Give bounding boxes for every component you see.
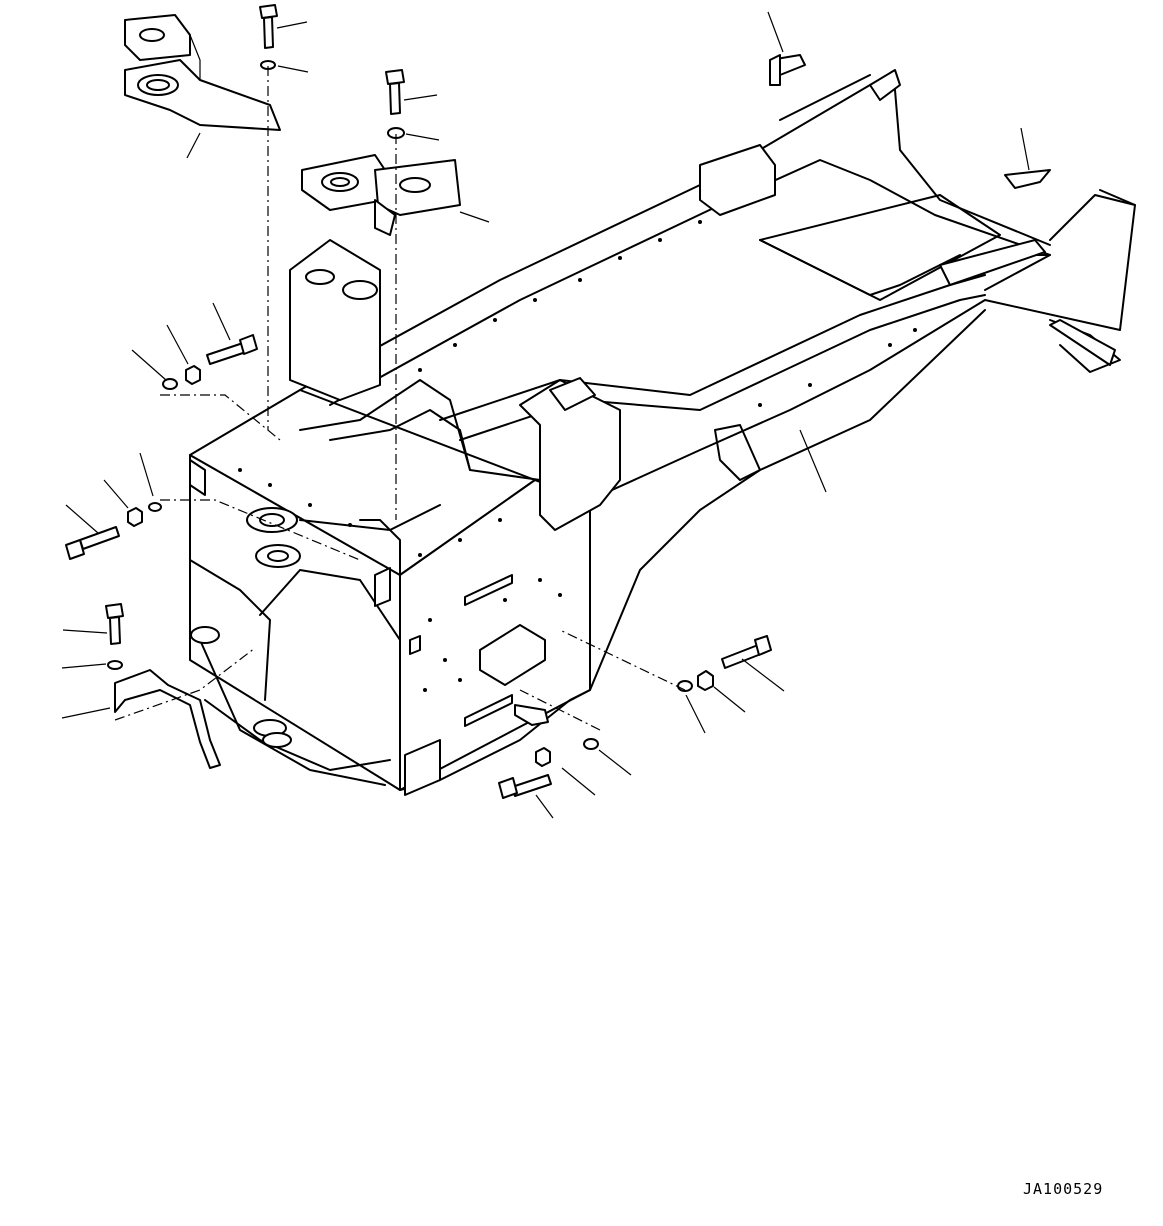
upper-center-bracket [302, 155, 460, 235]
callout-leaders [62, 12, 1029, 818]
hardware-bolts [66, 5, 771, 798]
drawing-id-label: JA100529 [1023, 1180, 1104, 1198]
main-frame [190, 55, 1135, 795]
upper-left-bracket [125, 15, 280, 130]
